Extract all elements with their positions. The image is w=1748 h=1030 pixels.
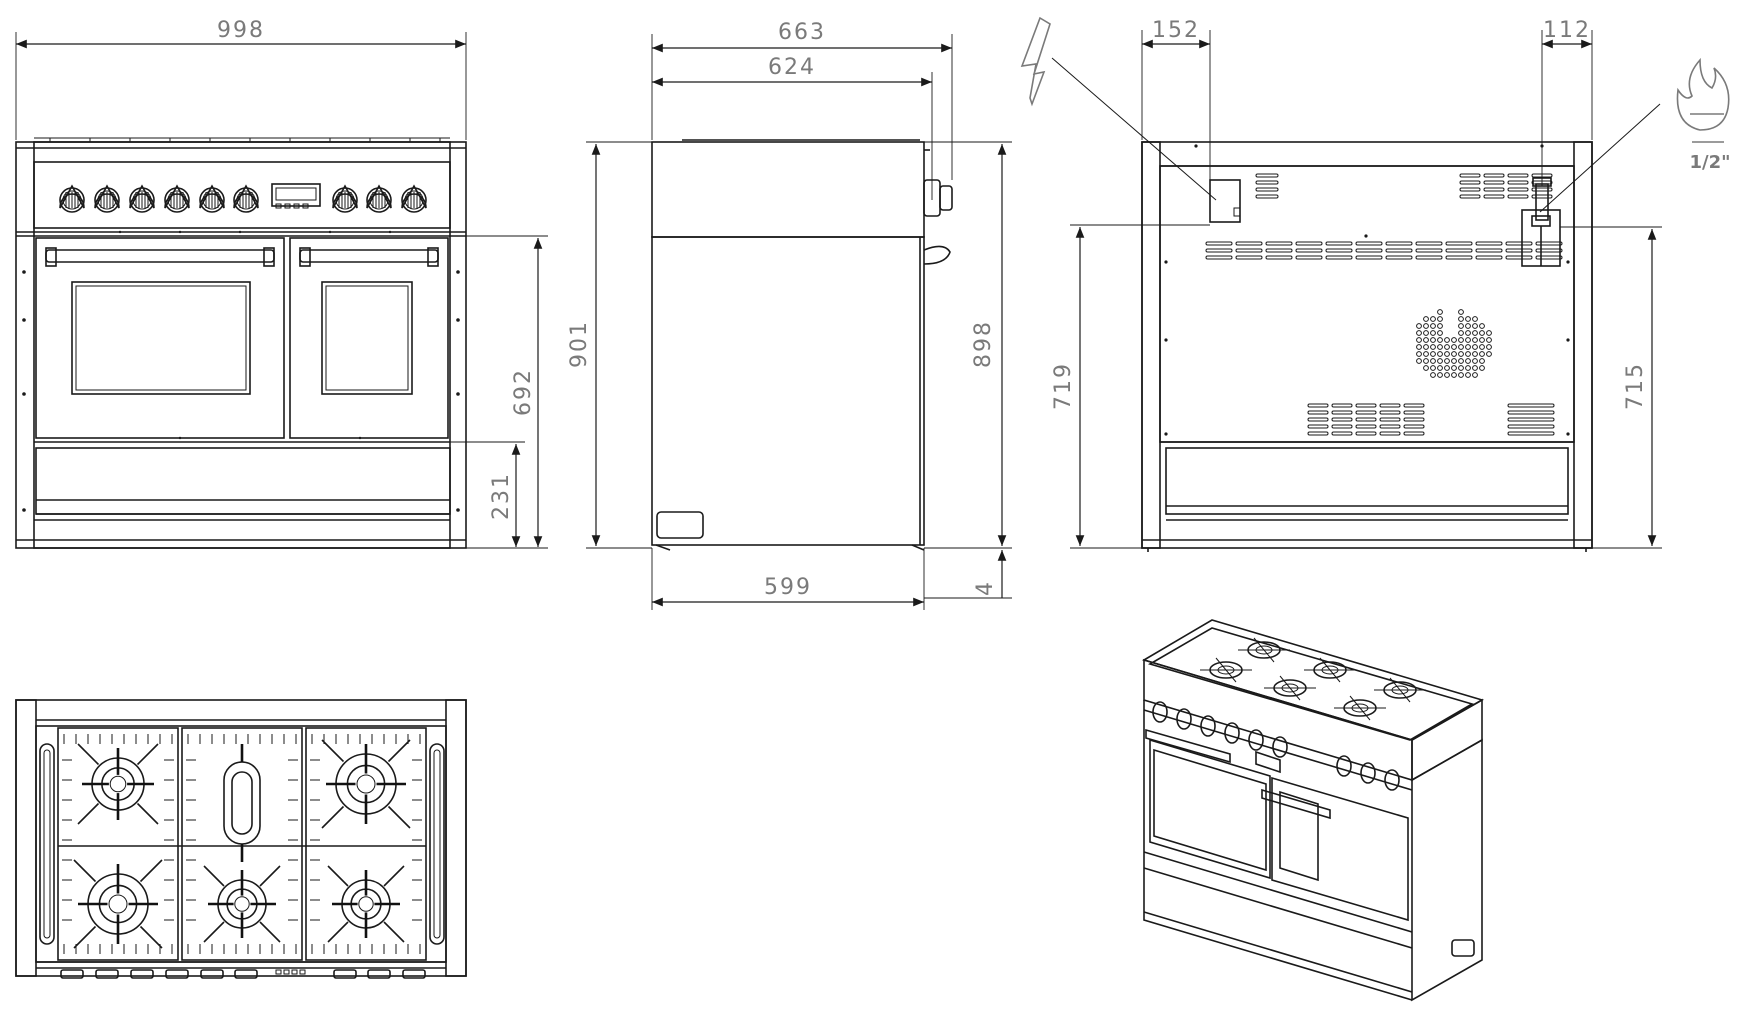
knob	[1152, 701, 1168, 723]
burner	[321, 739, 411, 829]
electric-terminal-box	[1209, 179, 1241, 223]
burner	[77, 743, 159, 825]
flame-icon	[1676, 57, 1730, 131]
burner	[327, 865, 405, 943]
rear-vents	[1205, 173, 1563, 436]
knob	[234, 969, 258, 979]
right-oven-door	[289, 237, 449, 439]
knob	[199, 184, 225, 213]
burner	[73, 859, 163, 949]
dim-side-foot: 4	[973, 580, 998, 596]
knob	[1200, 715, 1216, 737]
left-door-handle	[45, 249, 275, 263]
knob	[1336, 755, 1352, 777]
left-oven-door	[35, 237, 285, 439]
knob	[1360, 762, 1376, 784]
dim-front-plinth-height: 231	[489, 472, 514, 520]
burner	[203, 865, 281, 943]
knob	[1224, 722, 1240, 744]
right-door-handle	[299, 249, 439, 263]
dim-front-oven-height: 692	[511, 368, 536, 416]
grate-bars	[62, 734, 422, 954]
front-knob-row	[60, 969, 426, 979]
knob	[95, 969, 119, 979]
dim-rear-gas-offset: 112	[1543, 18, 1591, 43]
knob	[1176, 708, 1192, 730]
knob	[367, 969, 391, 979]
knob	[402, 969, 426, 979]
knob	[60, 969, 84, 979]
dim-side-base-depth: 599	[764, 575, 812, 600]
dim-front-width: 998	[217, 18, 265, 43]
knob	[200, 969, 224, 979]
isometric-view	[1142, 619, 1485, 1002]
knob	[130, 969, 154, 979]
dim-side-body-depth: 624	[768, 55, 816, 80]
knob	[164, 184, 190, 213]
knob	[1272, 736, 1288, 758]
knob	[366, 184, 392, 213]
rear-fan-grille	[1416, 309, 1492, 378]
knob	[165, 969, 189, 979]
dim-rear-gas-height: 715	[1623, 362, 1648, 410]
dim-side-height: 898	[971, 320, 996, 368]
knob	[1248, 729, 1264, 751]
dim-side-total-depth: 663	[778, 20, 826, 45]
knob	[129, 184, 155, 213]
iso-burners	[1200, 637, 1426, 721]
iso-display	[1255, 750, 1281, 774]
dim-rear-electric-offset: 152	[1152, 18, 1200, 43]
front-view: 998	[15, 18, 548, 549]
knob	[59, 184, 85, 213]
oval-burner	[223, 744, 261, 862]
left-oven-window	[71, 281, 251, 395]
side-view: 663 624 898 901 898 4 599	[567, 20, 1012, 610]
dim-front-total-height: 901	[567, 320, 592, 368]
knob	[1384, 769, 1400, 791]
knob	[401, 184, 427, 213]
knob	[332, 184, 358, 213]
display	[271, 183, 321, 207]
control-knobs	[59, 184, 427, 213]
top-view	[15, 699, 467, 979]
dim-rear-electric-height: 719	[1051, 362, 1076, 410]
rear-view: 1/2" 152 112	[1020, 16, 1731, 552]
knob	[94, 184, 120, 213]
burners	[73, 739, 411, 949]
iso-knobs	[1152, 701, 1400, 791]
lightning-bolt-icon	[1020, 16, 1051, 107]
right-oven-window	[321, 281, 413, 395]
gas-connection-label: 1/2"	[1689, 152, 1730, 173]
knob	[333, 969, 357, 979]
knob	[233, 184, 259, 213]
